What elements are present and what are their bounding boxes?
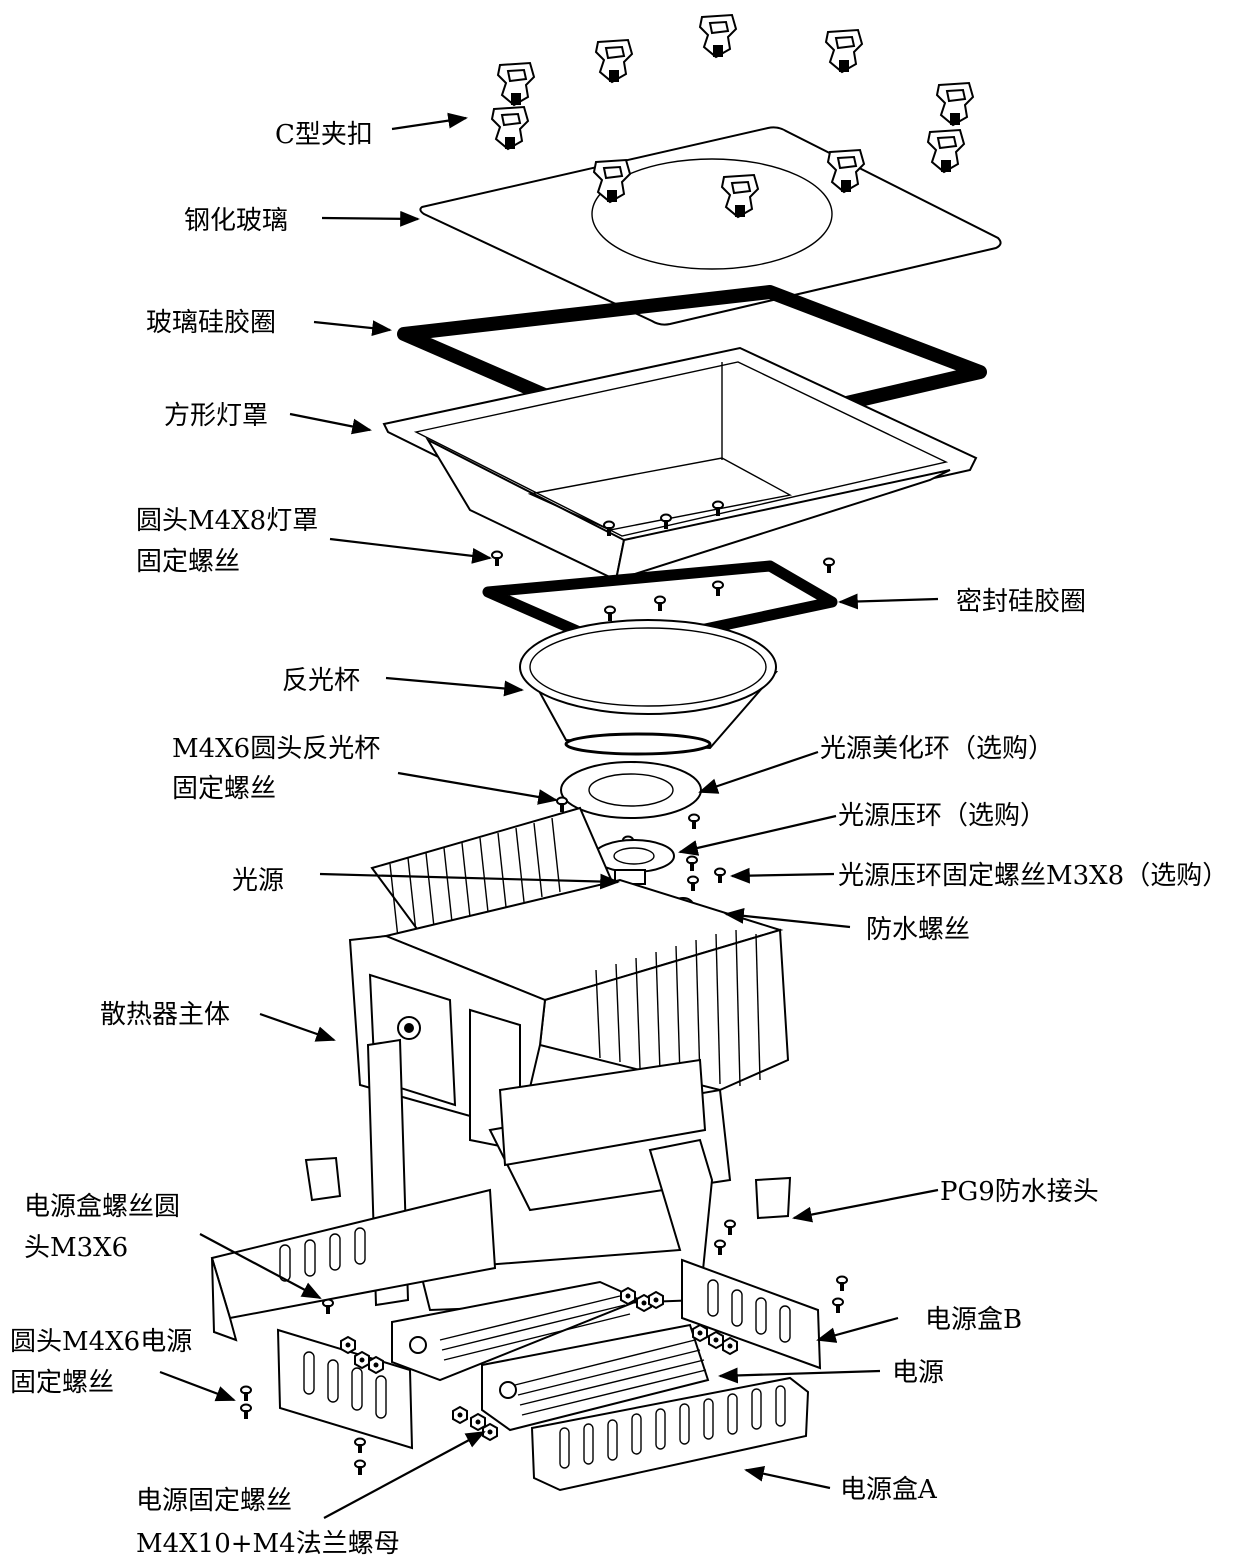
label-press-ring: 光源压环（选购） [838, 801, 1046, 831]
reflector-cup [519, 619, 779, 756]
power-box-screws [304, 1156, 848, 1315]
label-light-source: 光源 [232, 866, 284, 896]
label-square-shade: 方形灯罩 [164, 401, 268, 431]
label-heatsink-body: 散热器主体 [100, 1000, 230, 1030]
label-psu-fix-line2: M4X10+M4法兰螺母 [136, 1529, 400, 1559]
label-c-clip: C型夹扣 [275, 120, 373, 150]
label-shade-screw-line1: 圆头M4X8灯罩 [136, 506, 318, 536]
label-psu-box-b: 电源盒B [925, 1305, 1022, 1335]
label-power-supply: 电源 [892, 1358, 944, 1388]
label-tempered-glass: 钢化玻璃 [184, 206, 288, 236]
square-lamp-shade [382, 346, 978, 582]
label-reflector-screw-line1: M4X6圆头反光杯 [172, 734, 380, 764]
label-psu-screw-line2: 固定螺丝 [10, 1368, 114, 1398]
power-supply-box-a [530, 1376, 810, 1492]
leader-lines [159, 112, 939, 1519]
label-beauty-ring: 光源美化环（选购） [820, 734, 1054, 764]
label-box-screw-line1: 电源盒螺丝圆 [24, 1192, 180, 1222]
label-psu-screw-line1: 圆头M4X6电源 [10, 1327, 192, 1357]
label-psu-fix-line1: 电源固定螺丝 [136, 1486, 292, 1516]
label-reflector-screw-line2: 固定螺丝 [172, 774, 276, 804]
power-supply-box-b [681, 1258, 822, 1370]
label-seal-gasket: 密封硅胶圈 [956, 587, 1086, 617]
power-supply-box-left-plates [210, 1188, 497, 1450]
label-press-ring-screw: 光源压环固定螺丝M3X8（选购） [838, 861, 1228, 891]
label-reflector: 反光杯 [282, 666, 360, 696]
label-box-screw-line2: 头M3X6 [24, 1233, 128, 1263]
label-glass-gasket: 玻璃硅胶圈 [146, 308, 276, 338]
label-psu-box-a: 电源盒A [840, 1475, 938, 1505]
tempered-glass-plate [419, 126, 1002, 326]
label-shade-screw-line2: 固定螺丝 [136, 547, 240, 577]
light-source-beauty-ring [556, 761, 702, 852]
label-pg9-connector: PG9防水接头 [940, 1177, 1099, 1207]
label-waterproof-screw: 防水螺丝 [866, 915, 970, 945]
power-supplies [240, 1280, 738, 1476]
heatsink-body [348, 806, 790, 1212]
